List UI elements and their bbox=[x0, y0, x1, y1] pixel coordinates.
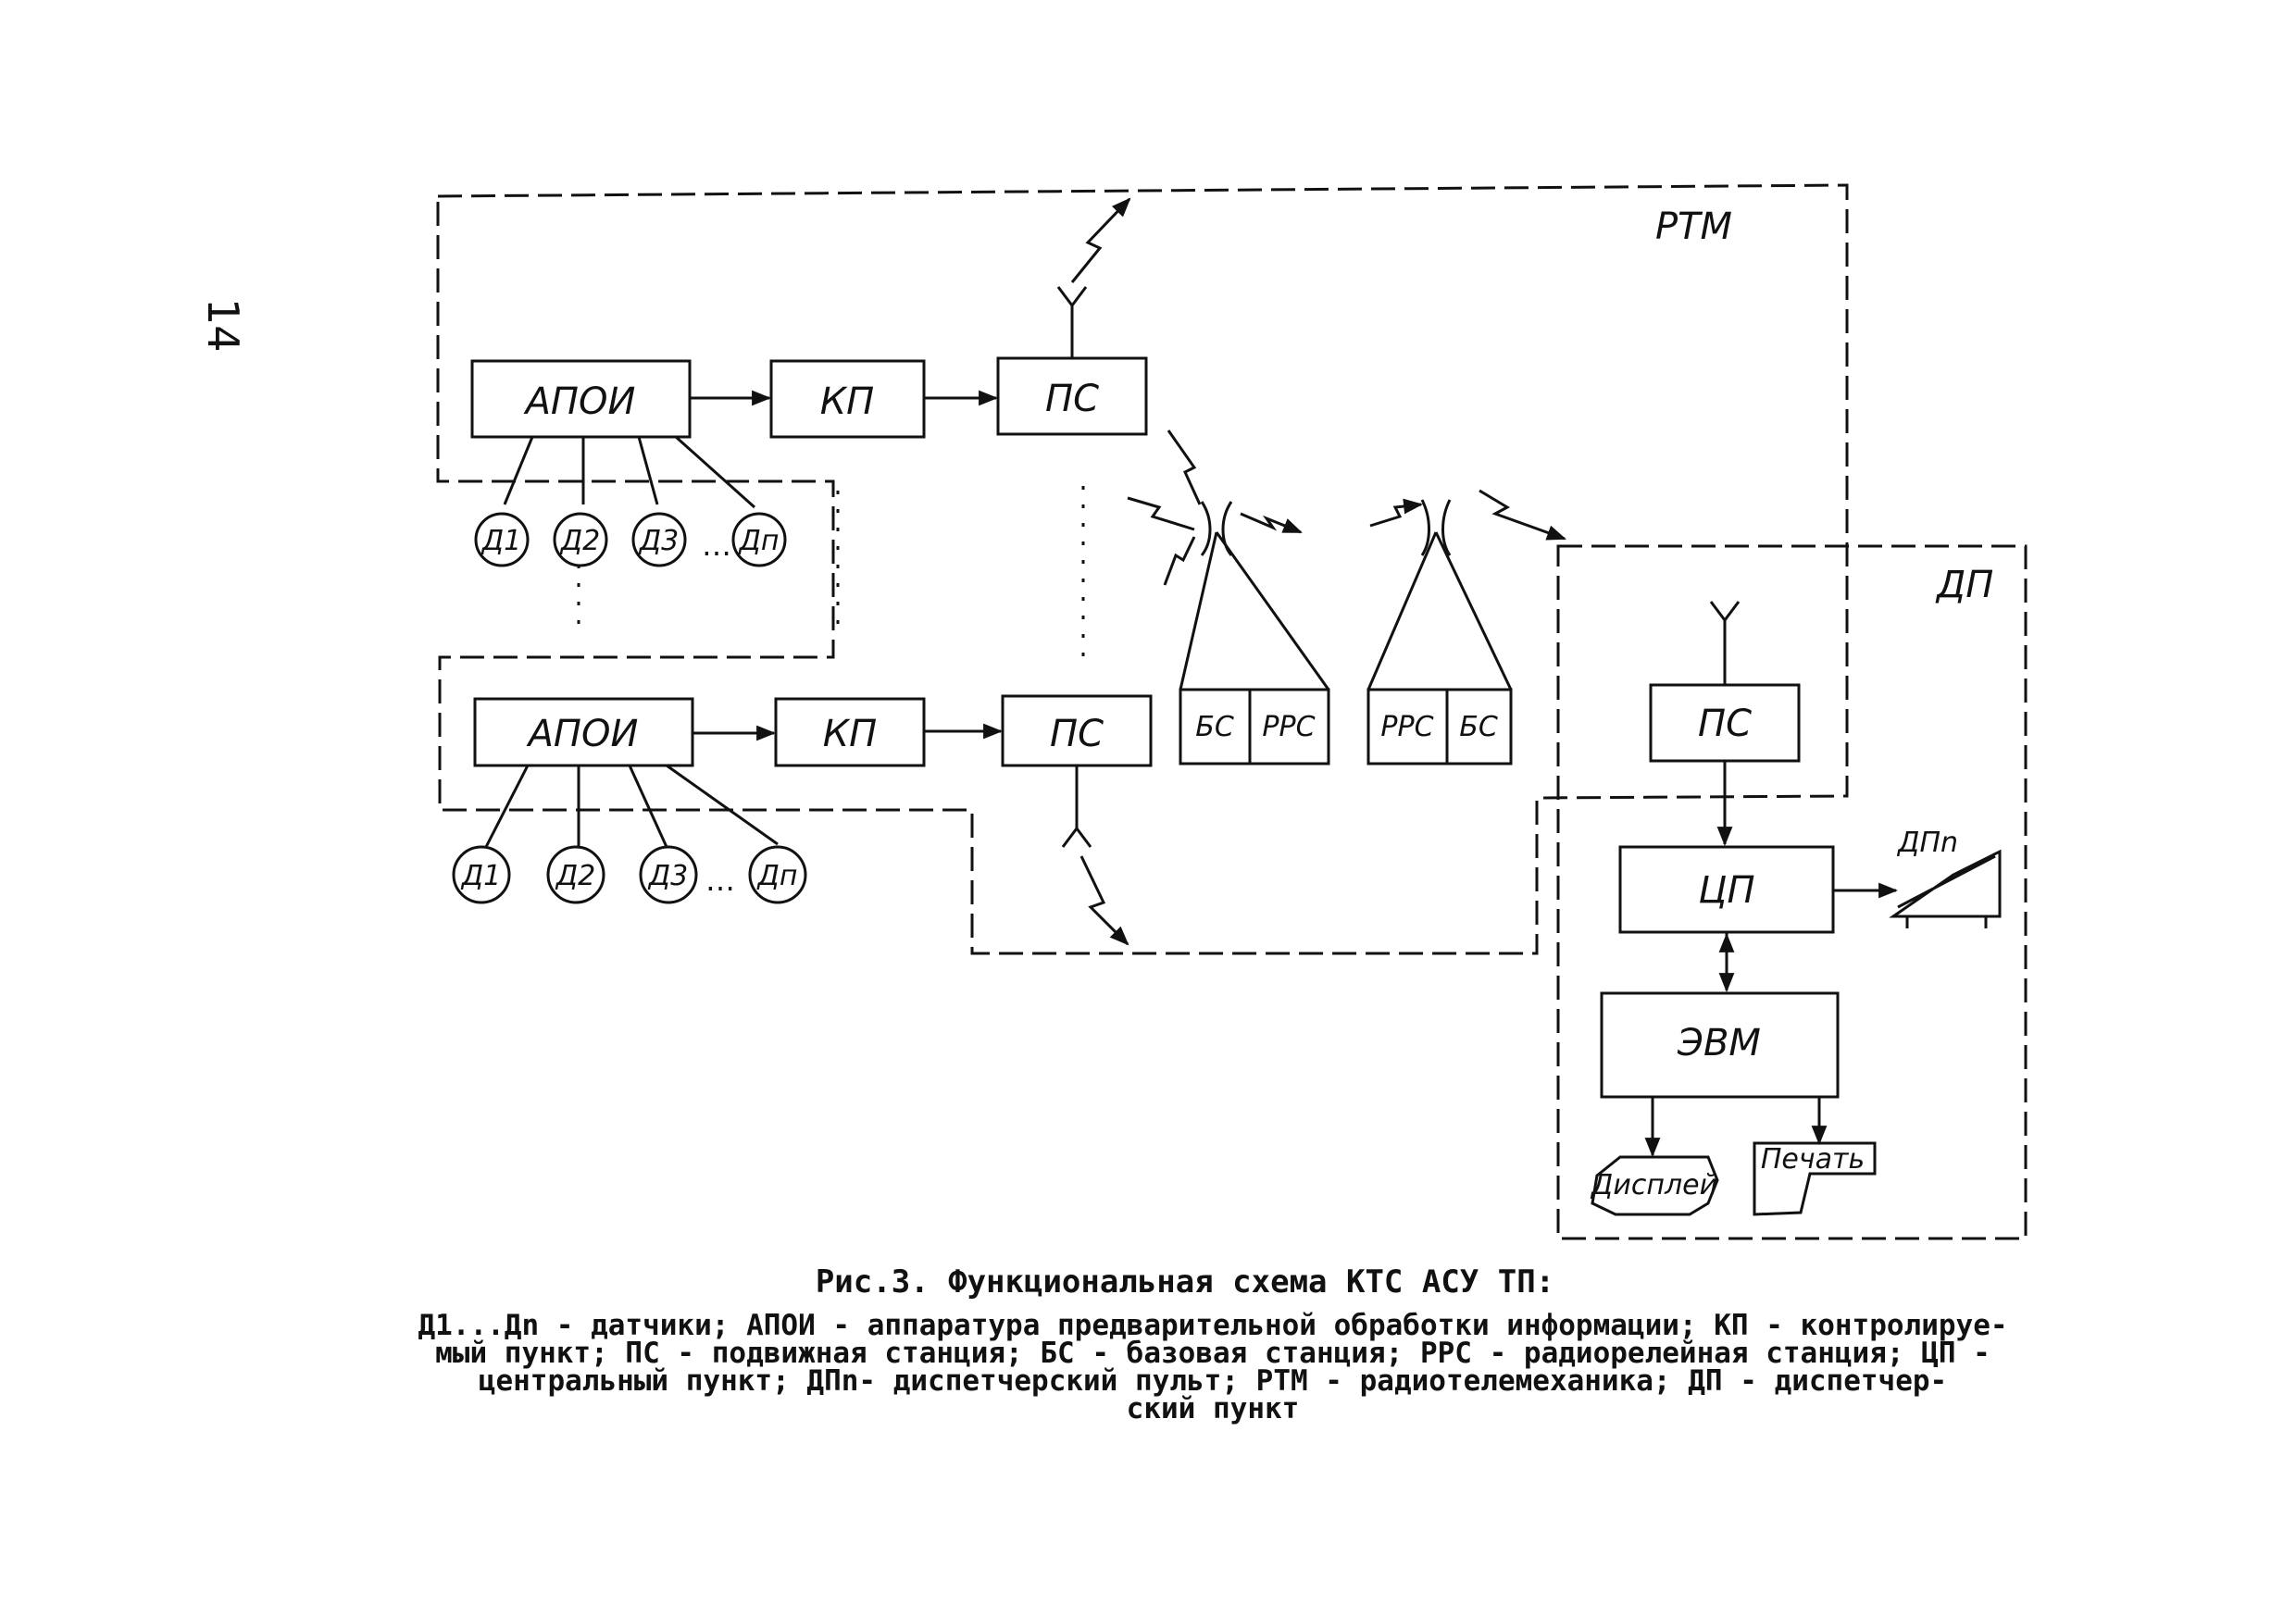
antenna-rrs2-icon bbox=[1366, 499, 1513, 691]
caption-legend-line: мый пункт; ПС - подвижная станция; БС - … bbox=[435, 1337, 1990, 1370]
sensor-circle bbox=[553, 512, 608, 567]
sensor-circle bbox=[639, 845, 698, 904]
print-device: Печать bbox=[1753, 1141, 1877, 1216]
sensor-circle bbox=[731, 512, 787, 567]
svg-text:ПС: ПС bbox=[1698, 703, 1752, 745]
bs-block-1: БС bbox=[1179, 688, 1252, 765]
apoi-block-1: АПОИ bbox=[470, 359, 692, 439]
cp-block: ЦП bbox=[1618, 845, 1835, 934]
sensor-label: Дп bbox=[755, 860, 797, 892]
svg-text:РРС: РРС bbox=[1380, 711, 1433, 743]
antenna-dp-icon bbox=[1709, 601, 1741, 685]
svg-text:КП: КП bbox=[820, 380, 874, 423]
svg-text:Дисплей: Дисплей bbox=[1590, 1169, 1717, 1201]
svg-text:БС: БС bbox=[1195, 711, 1234, 743]
bs-block-2: БС bbox=[1445, 688, 1513, 765]
radio-wave-bs1-incoming-icon bbox=[1127, 429, 1202, 586]
sensor-label: Д2 bbox=[555, 860, 596, 892]
evm-block: ЭВМ bbox=[1600, 991, 1840, 1099]
caption-title: Рис.3. Функциональная схема КТС АСУ ТП: bbox=[815, 1263, 1555, 1301]
antenna-ps2-icon bbox=[1061, 765, 1092, 848]
sensor-label: Д1 bbox=[480, 525, 522, 557]
sensor-circle bbox=[452, 845, 511, 904]
caption-legend-line: ский пункт bbox=[1126, 1392, 1300, 1425]
svg-text:ЦП: ЦП bbox=[1698, 869, 1754, 912]
sensor-circle bbox=[631, 512, 687, 567]
sensor-ellipsis: … bbox=[702, 528, 731, 563]
kp-block-1: КП bbox=[769, 359, 926, 439]
radio-wave-bs1-rrs-icon bbox=[1240, 512, 1303, 534]
sensor-label: Дп bbox=[737, 525, 779, 557]
sensor-lines-bottom bbox=[484, 764, 779, 848]
ps-block-1: ПС bbox=[996, 356, 1148, 436]
radio-wave-to-dp-icon bbox=[1479, 489, 1566, 541]
apoi-block-2: АПОИ bbox=[473, 697, 694, 767]
dpn-label: ДПn bbox=[1896, 827, 1958, 859]
sensor-circle bbox=[748, 845, 807, 904]
sensor-circle bbox=[474, 512, 530, 567]
dispatcher-console-icon bbox=[1889, 849, 2002, 928]
sensor-lines-top bbox=[503, 435, 755, 509]
radio-wave-ps2-down-icon bbox=[1079, 855, 1129, 946]
radio-wave-rrs-link-icon bbox=[1369, 498, 1424, 528]
dp-region-outline bbox=[1556, 544, 2028, 1240]
caption-legend-line: центральный пункт; ДПn- диспетчерский пу… bbox=[478, 1364, 1948, 1398]
svg-text:РРС: РРС bbox=[1262, 711, 1315, 743]
ps-block-dp: ПС bbox=[1649, 683, 1801, 763]
dotted-continuation-marks bbox=[577, 486, 1085, 666]
sensor-label: Д3 bbox=[638, 525, 680, 557]
sensor-label: Д2 bbox=[559, 525, 601, 557]
radio-wave-ps1-up-icon bbox=[1070, 197, 1131, 283]
sensor-label: Д1 bbox=[460, 860, 502, 892]
antenna-ps1-icon bbox=[1056, 286, 1088, 358]
rrs-block-2: РРС bbox=[1366, 688, 1449, 765]
ps-block-2: ПС bbox=[1001, 694, 1153, 767]
rtm-region-outline bbox=[436, 183, 1849, 955]
svg-text:ЭВМ: ЭВМ bbox=[1677, 1022, 1761, 1064]
caption-legend-line: Д1...Дn - датчики; АПОИ - аппаратура пре… bbox=[418, 1309, 2008, 1342]
svg-text:ПС: ПС bbox=[1045, 378, 1099, 420]
dp-region-label: ДП bbox=[1935, 564, 1993, 606]
rtm-region-label: РТМ bbox=[1655, 205, 1732, 248]
sensor-ellipsis: … bbox=[705, 863, 735, 898]
svg-text:Печать: Печать bbox=[1761, 1143, 1865, 1176]
display-device: Дисплей bbox=[1590, 1155, 1719, 1216]
kp-block-2: КП bbox=[774, 697, 926, 767]
sensor-label: Д3 bbox=[647, 860, 689, 892]
rrs-block-1: РРС bbox=[1248, 688, 1330, 765]
antenna-bs1-icon bbox=[1179, 501, 1330, 691]
figure-caption: Рис.3. Функциональная схема КТС АСУ ТП: … bbox=[343, 1263, 2083, 1425]
svg-text:БС: БС bbox=[1459, 711, 1498, 743]
caption-legend: Д1...Дn - датчики; АПОИ - аппаратура пре… bbox=[343, 1309, 2083, 1425]
svg-text:АПОИ: АПОИ bbox=[526, 713, 639, 755]
sensor-circle bbox=[546, 845, 605, 904]
svg-text:КП: КП bbox=[823, 713, 877, 755]
svg-text:АПОИ: АПОИ bbox=[523, 380, 636, 423]
svg-text:ПС: ПС bbox=[1050, 713, 1104, 755]
